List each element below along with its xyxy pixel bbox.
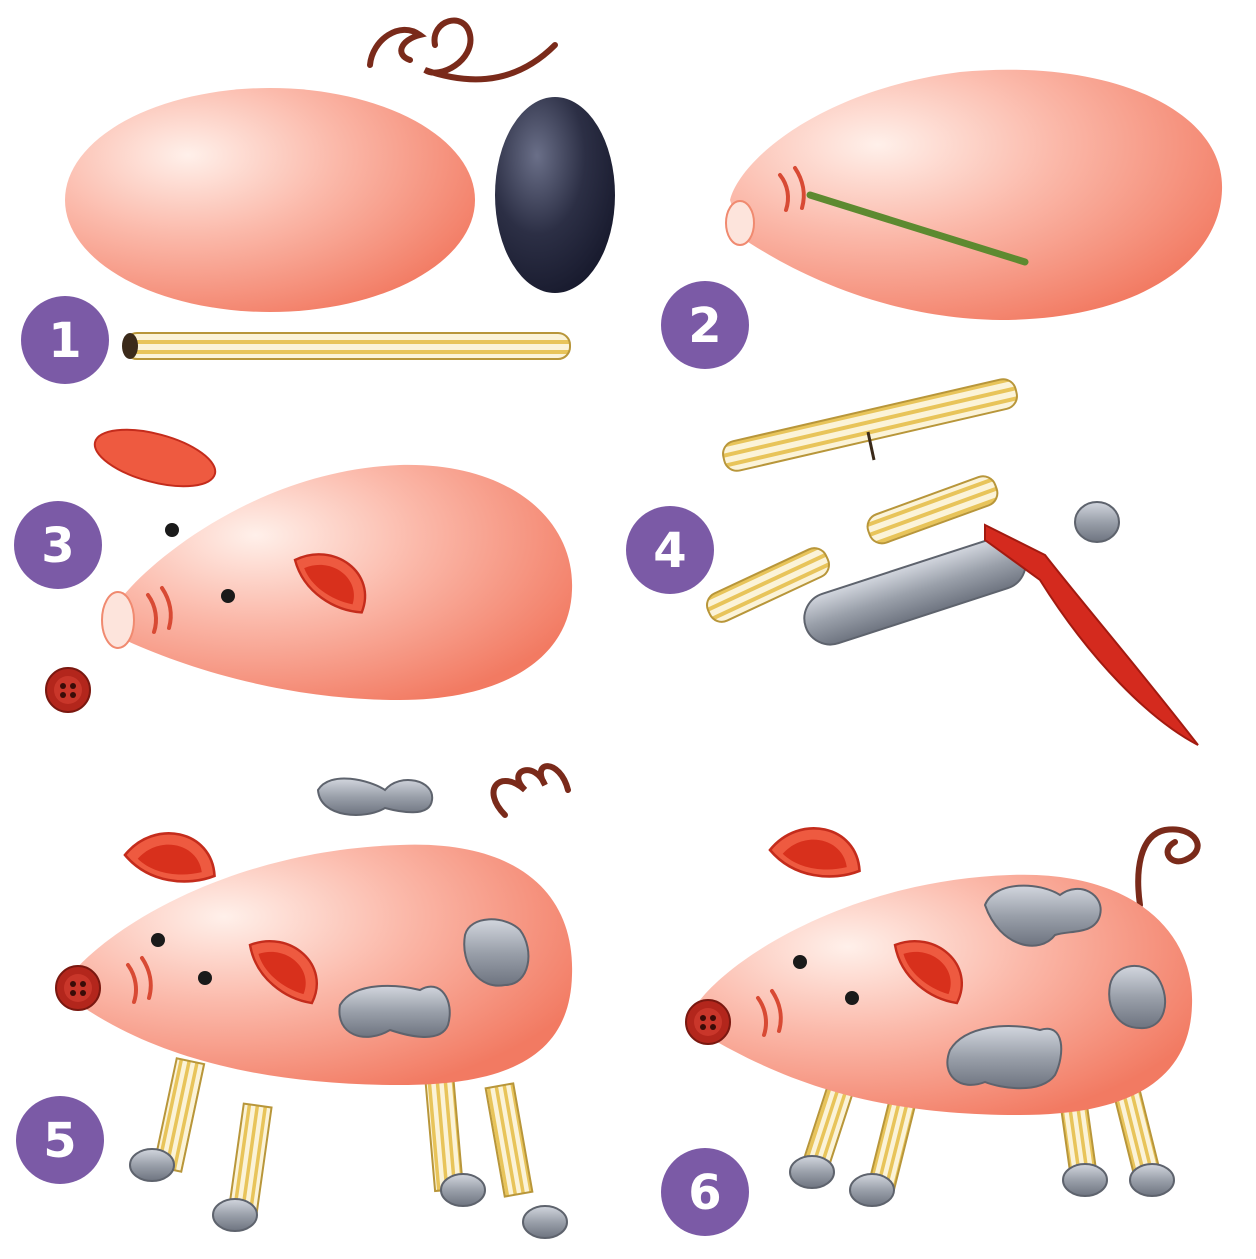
ear-back-final: [768, 824, 863, 879]
curly-tail-loose: [494, 766, 568, 815]
straw-long: [720, 377, 1019, 474]
leg-4: [486, 1083, 533, 1196]
eye-right-final: [845, 991, 859, 1005]
clay-spot-2: [339, 986, 449, 1037]
loose-ear: [89, 419, 221, 497]
foot-2-final: [850, 1174, 894, 1206]
straw-piece-1: [864, 473, 1001, 547]
clay-spot-loose: [318, 778, 432, 815]
leg-3: [425, 1074, 463, 1191]
curly-wire: [370, 21, 555, 80]
clay-spot-final-3: [947, 1026, 1061, 1088]
foot-1: [130, 1149, 174, 1181]
foot-4: [523, 1206, 567, 1238]
step-number-5: 5: [43, 1113, 76, 1169]
drinking-straw: [125, 333, 570, 359]
step-badge-3: 3: [14, 501, 102, 589]
loose-button: [46, 668, 90, 712]
eye-right: [198, 971, 212, 985]
step-6-panel: [686, 824, 1198, 1206]
step-badge-1: 1: [21, 296, 109, 384]
step-1-panel: [65, 21, 615, 359]
eye-left-final: [793, 955, 807, 969]
ear-loose: [123, 829, 218, 884]
step-number-1: 1: [48, 313, 81, 369]
step-5-panel: [56, 766, 572, 1238]
step-2-panel: [726, 70, 1222, 320]
plastic-knife: [985, 525, 1198, 745]
foot-4-final: [1130, 1164, 1174, 1196]
snout-button-final: [686, 1000, 730, 1044]
clay-spot-final-2: [1109, 966, 1165, 1028]
foot-1-final: [790, 1156, 834, 1188]
clay-slice: [1075, 502, 1119, 542]
step-badge-4: 4: [626, 506, 714, 594]
foot-3-final: [1063, 1164, 1107, 1196]
foot-2: [213, 1199, 257, 1231]
curly-tail-attached: [1138, 829, 1197, 905]
pink-balloon: [65, 88, 475, 312]
eye: [221, 589, 235, 603]
step-number-3: 3: [41, 518, 74, 574]
step-number-2: 2: [688, 298, 721, 354]
step-4-panel: [703, 377, 1198, 745]
step-3-panel: [46, 419, 572, 712]
foot-3: [441, 1174, 485, 1206]
step-number-4: 4: [653, 523, 686, 579]
step-badge-2: 2: [661, 281, 749, 369]
loose-eye-bead: [165, 523, 179, 537]
step-number-6: 6: [688, 1165, 721, 1221]
step-badge-6: 6: [661, 1148, 749, 1236]
snout-button: [56, 966, 100, 1010]
eye-left: [151, 933, 165, 947]
step-badge-5: 5: [16, 1096, 104, 1184]
black-egg: [495, 97, 615, 293]
